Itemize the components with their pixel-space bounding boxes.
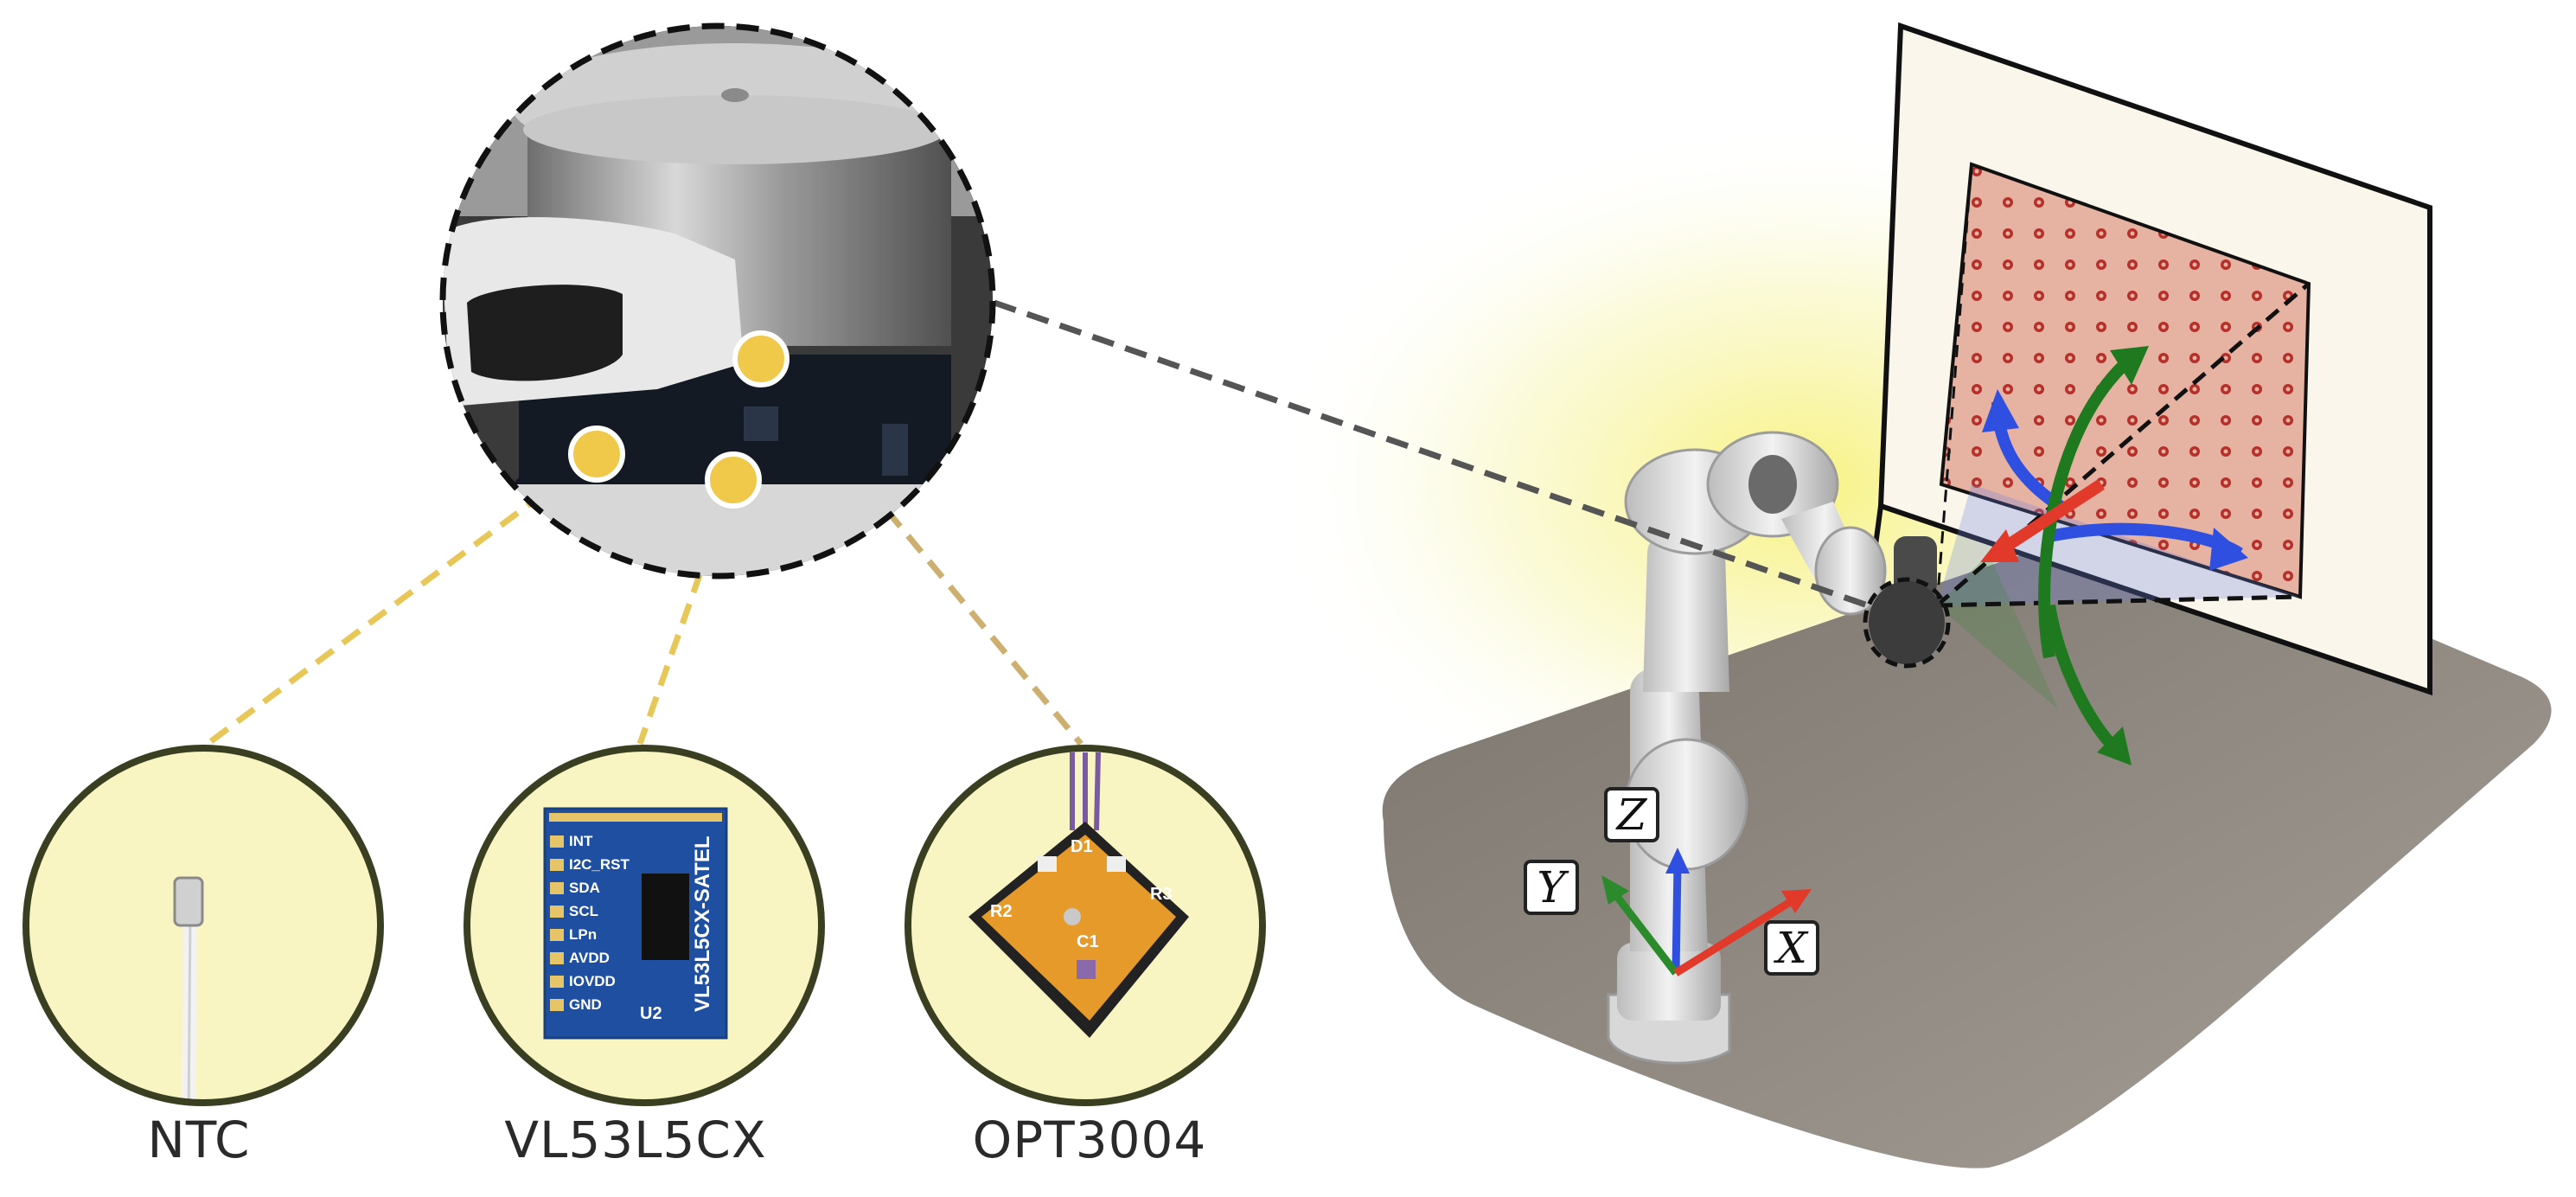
ntc-probe (173, 876, 204, 927)
opt-board-label: D1 (1071, 837, 1093, 856)
axis-y-label: Y (1524, 860, 1579, 915)
vl53-pin-label: IOVDD (569, 973, 616, 989)
sensor-highlight-ring (1863, 577, 1951, 669)
vl53-pin-pad (550, 882, 564, 894)
vl53-pin-label: AVDD (569, 950, 610, 966)
vl53-pin-label: I2C_RST (569, 856, 630, 873)
rotation-arrows (1980, 346, 2248, 765)
caption-vl53l5cx: VL53L5CX (504, 1111, 767, 1169)
marker-ntc (568, 426, 625, 483)
axis-y-arrow (1601, 875, 1629, 905)
opt-board-label: C1 (1077, 932, 1099, 951)
zoom-circle (439, 22, 996, 579)
opt-board-label: R3 (1150, 885, 1173, 904)
caption-ntc: NTC (147, 1111, 251, 1169)
vl53-board-title: VL53L5CX-SATEL (691, 835, 714, 1012)
axis-x-label: X (1764, 920, 1819, 976)
vl53-pin-label: GND (569, 996, 602, 1013)
axis-z-label: Z (1604, 787, 1659, 842)
vl53-chip (642, 874, 689, 960)
target-board (1870, 22, 2432, 696)
robot-arm (1607, 431, 1951, 1065)
vl53-chip-label: U2 (640, 1004, 662, 1023)
vl53-pin-label: SDA (569, 880, 600, 896)
vl53-pin-label: SCL (569, 903, 598, 919)
marker-opt3004 (732, 330, 789, 387)
vl53-pin-pad (550, 952, 564, 964)
vl53-pin-pad (550, 835, 564, 848)
axis-x-arrow (1781, 889, 1812, 913)
marker-vl53l5cx (705, 451, 762, 509)
sensor-fov (1935, 163, 2311, 709)
base-axes (1601, 848, 1812, 976)
vl53-pin-pad (550, 859, 564, 871)
ntc-detail (22, 745, 384, 1106)
vl53-pin-label: LPn (569, 926, 597, 943)
caption-opt3004: OPT3004 (972, 1111, 1207, 1169)
axis-z-arrow (1665, 848, 1690, 874)
vl53-pin-label: INT (569, 833, 593, 849)
zoom-link (993, 299, 1870, 609)
vl53-pin-pad (550, 906, 564, 918)
opt-board-label: R2 (990, 902, 1013, 921)
vl53-pin-pad (550, 976, 564, 988)
vl53-pin-pad (550, 929, 564, 941)
vl53-pin-pad (550, 999, 564, 1011)
